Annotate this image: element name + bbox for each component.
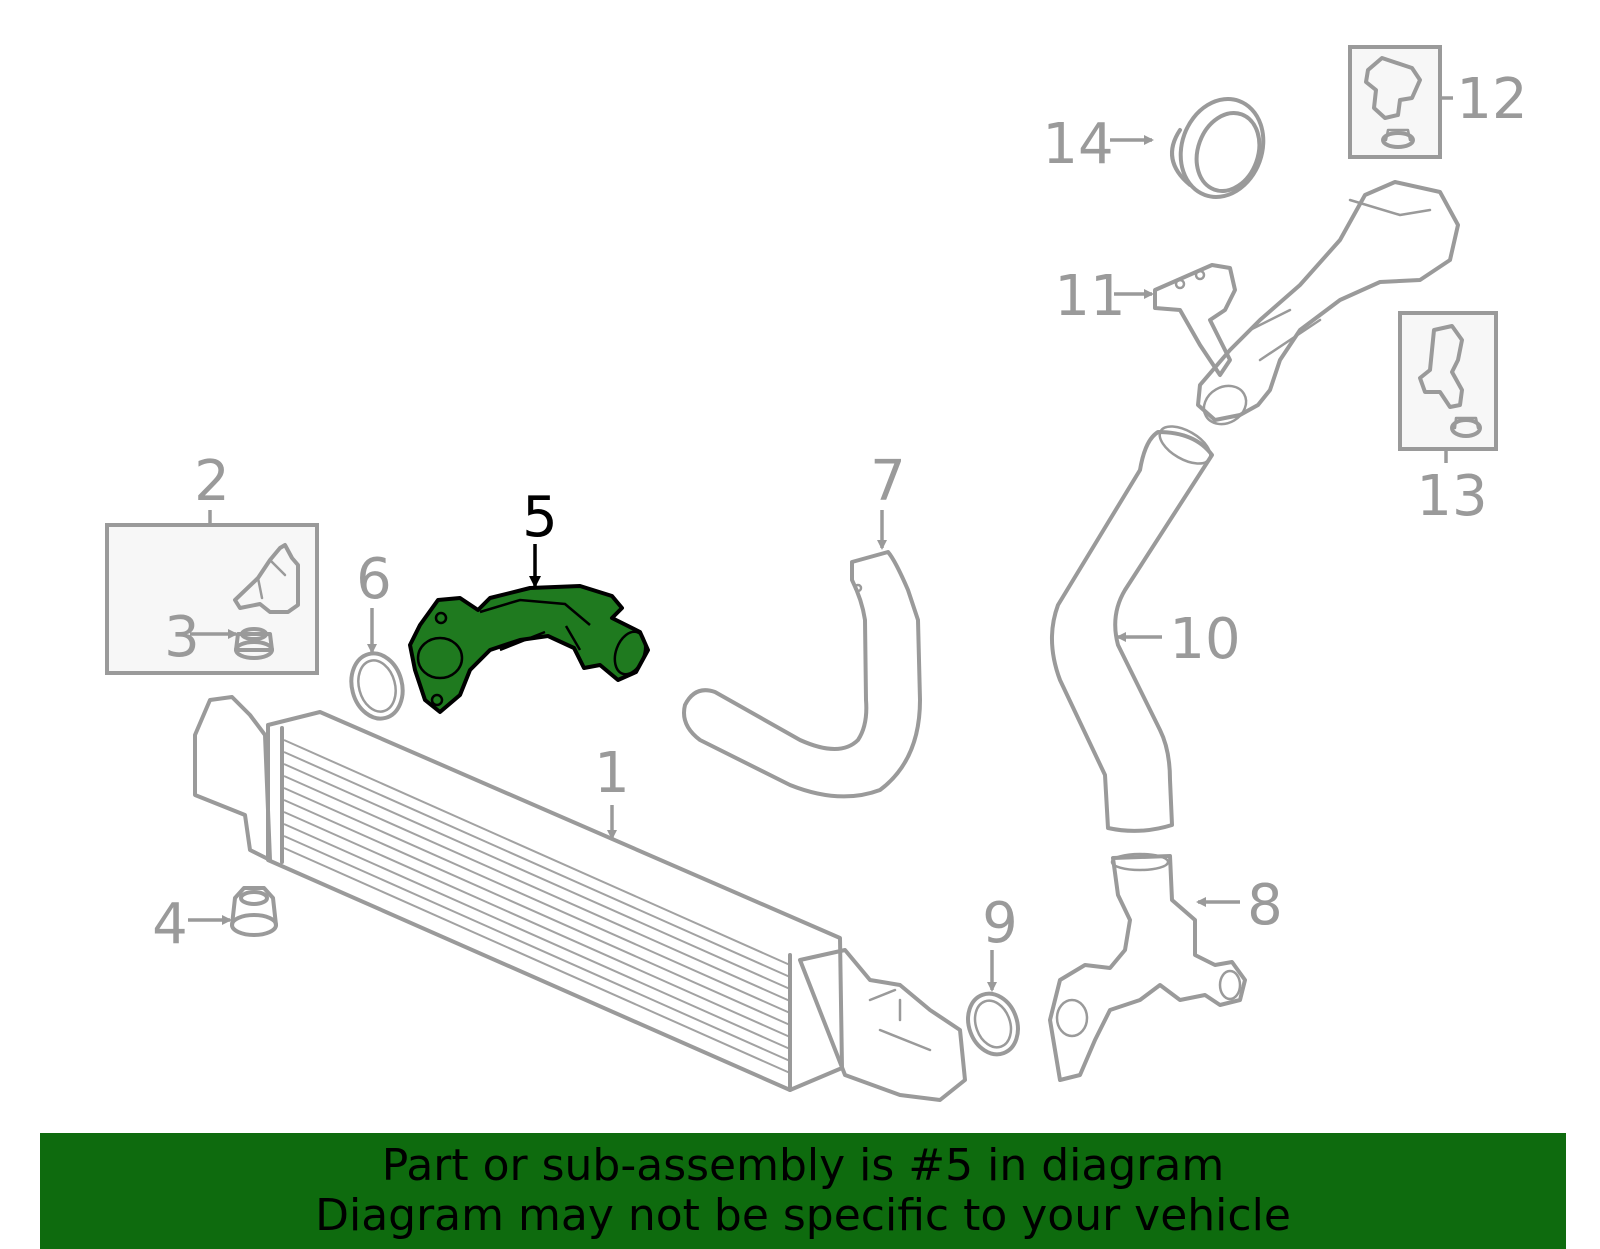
callout-8: 8 xyxy=(1247,873,1283,938)
part-9-o-ring[interactable] xyxy=(960,987,1026,1062)
part-2-bracket-box[interactable] xyxy=(105,523,319,675)
part-6-o-ring[interactable] xyxy=(344,648,409,725)
part-5-intercooler-pipe[interactable] xyxy=(408,584,651,714)
callout-9: 9 xyxy=(982,891,1018,956)
part-4-grommet[interactable] xyxy=(230,886,278,937)
part-13-sensor-box[interactable] xyxy=(1398,311,1498,451)
part-8-pipe[interactable] xyxy=(1048,852,1247,1082)
callout-6: 6 xyxy=(356,547,392,612)
banner-line-1: Part or sub-assembly is #5 in diagram xyxy=(381,1140,1225,1191)
part-3-grommet[interactable] xyxy=(234,627,274,660)
callout-1: 1 xyxy=(594,741,630,806)
callout-3: 3 xyxy=(164,605,200,670)
banner-line-2: Diagram may not be specific to your vehi… xyxy=(315,1190,1291,1241)
info-banner: Part or sub-assembly is #5 in diagram Di… xyxy=(40,1133,1566,1249)
part-1-intercooler[interactable] xyxy=(193,695,967,1102)
callout-10: 10 xyxy=(1169,607,1240,672)
callout-12: 12 xyxy=(1456,67,1527,132)
callout-5: 5 xyxy=(522,485,558,550)
callout-2: 2 xyxy=(194,449,230,514)
part-12-sensor-box[interactable] xyxy=(1348,45,1442,159)
callout-4: 4 xyxy=(152,892,188,957)
callout-14: 14 xyxy=(1042,112,1113,177)
part-14-sleeve[interactable] xyxy=(1167,87,1276,208)
callout-7: 7 xyxy=(870,449,906,514)
part-10-hose[interactable] xyxy=(1049,419,1216,833)
callout-13: 13 xyxy=(1416,464,1487,529)
throttle-pipe xyxy=(1196,180,1460,426)
part-11-bracket[interactable] xyxy=(1153,263,1237,377)
callout-11: 11 xyxy=(1054,264,1125,329)
part-7-hose[interactable] xyxy=(682,550,922,799)
